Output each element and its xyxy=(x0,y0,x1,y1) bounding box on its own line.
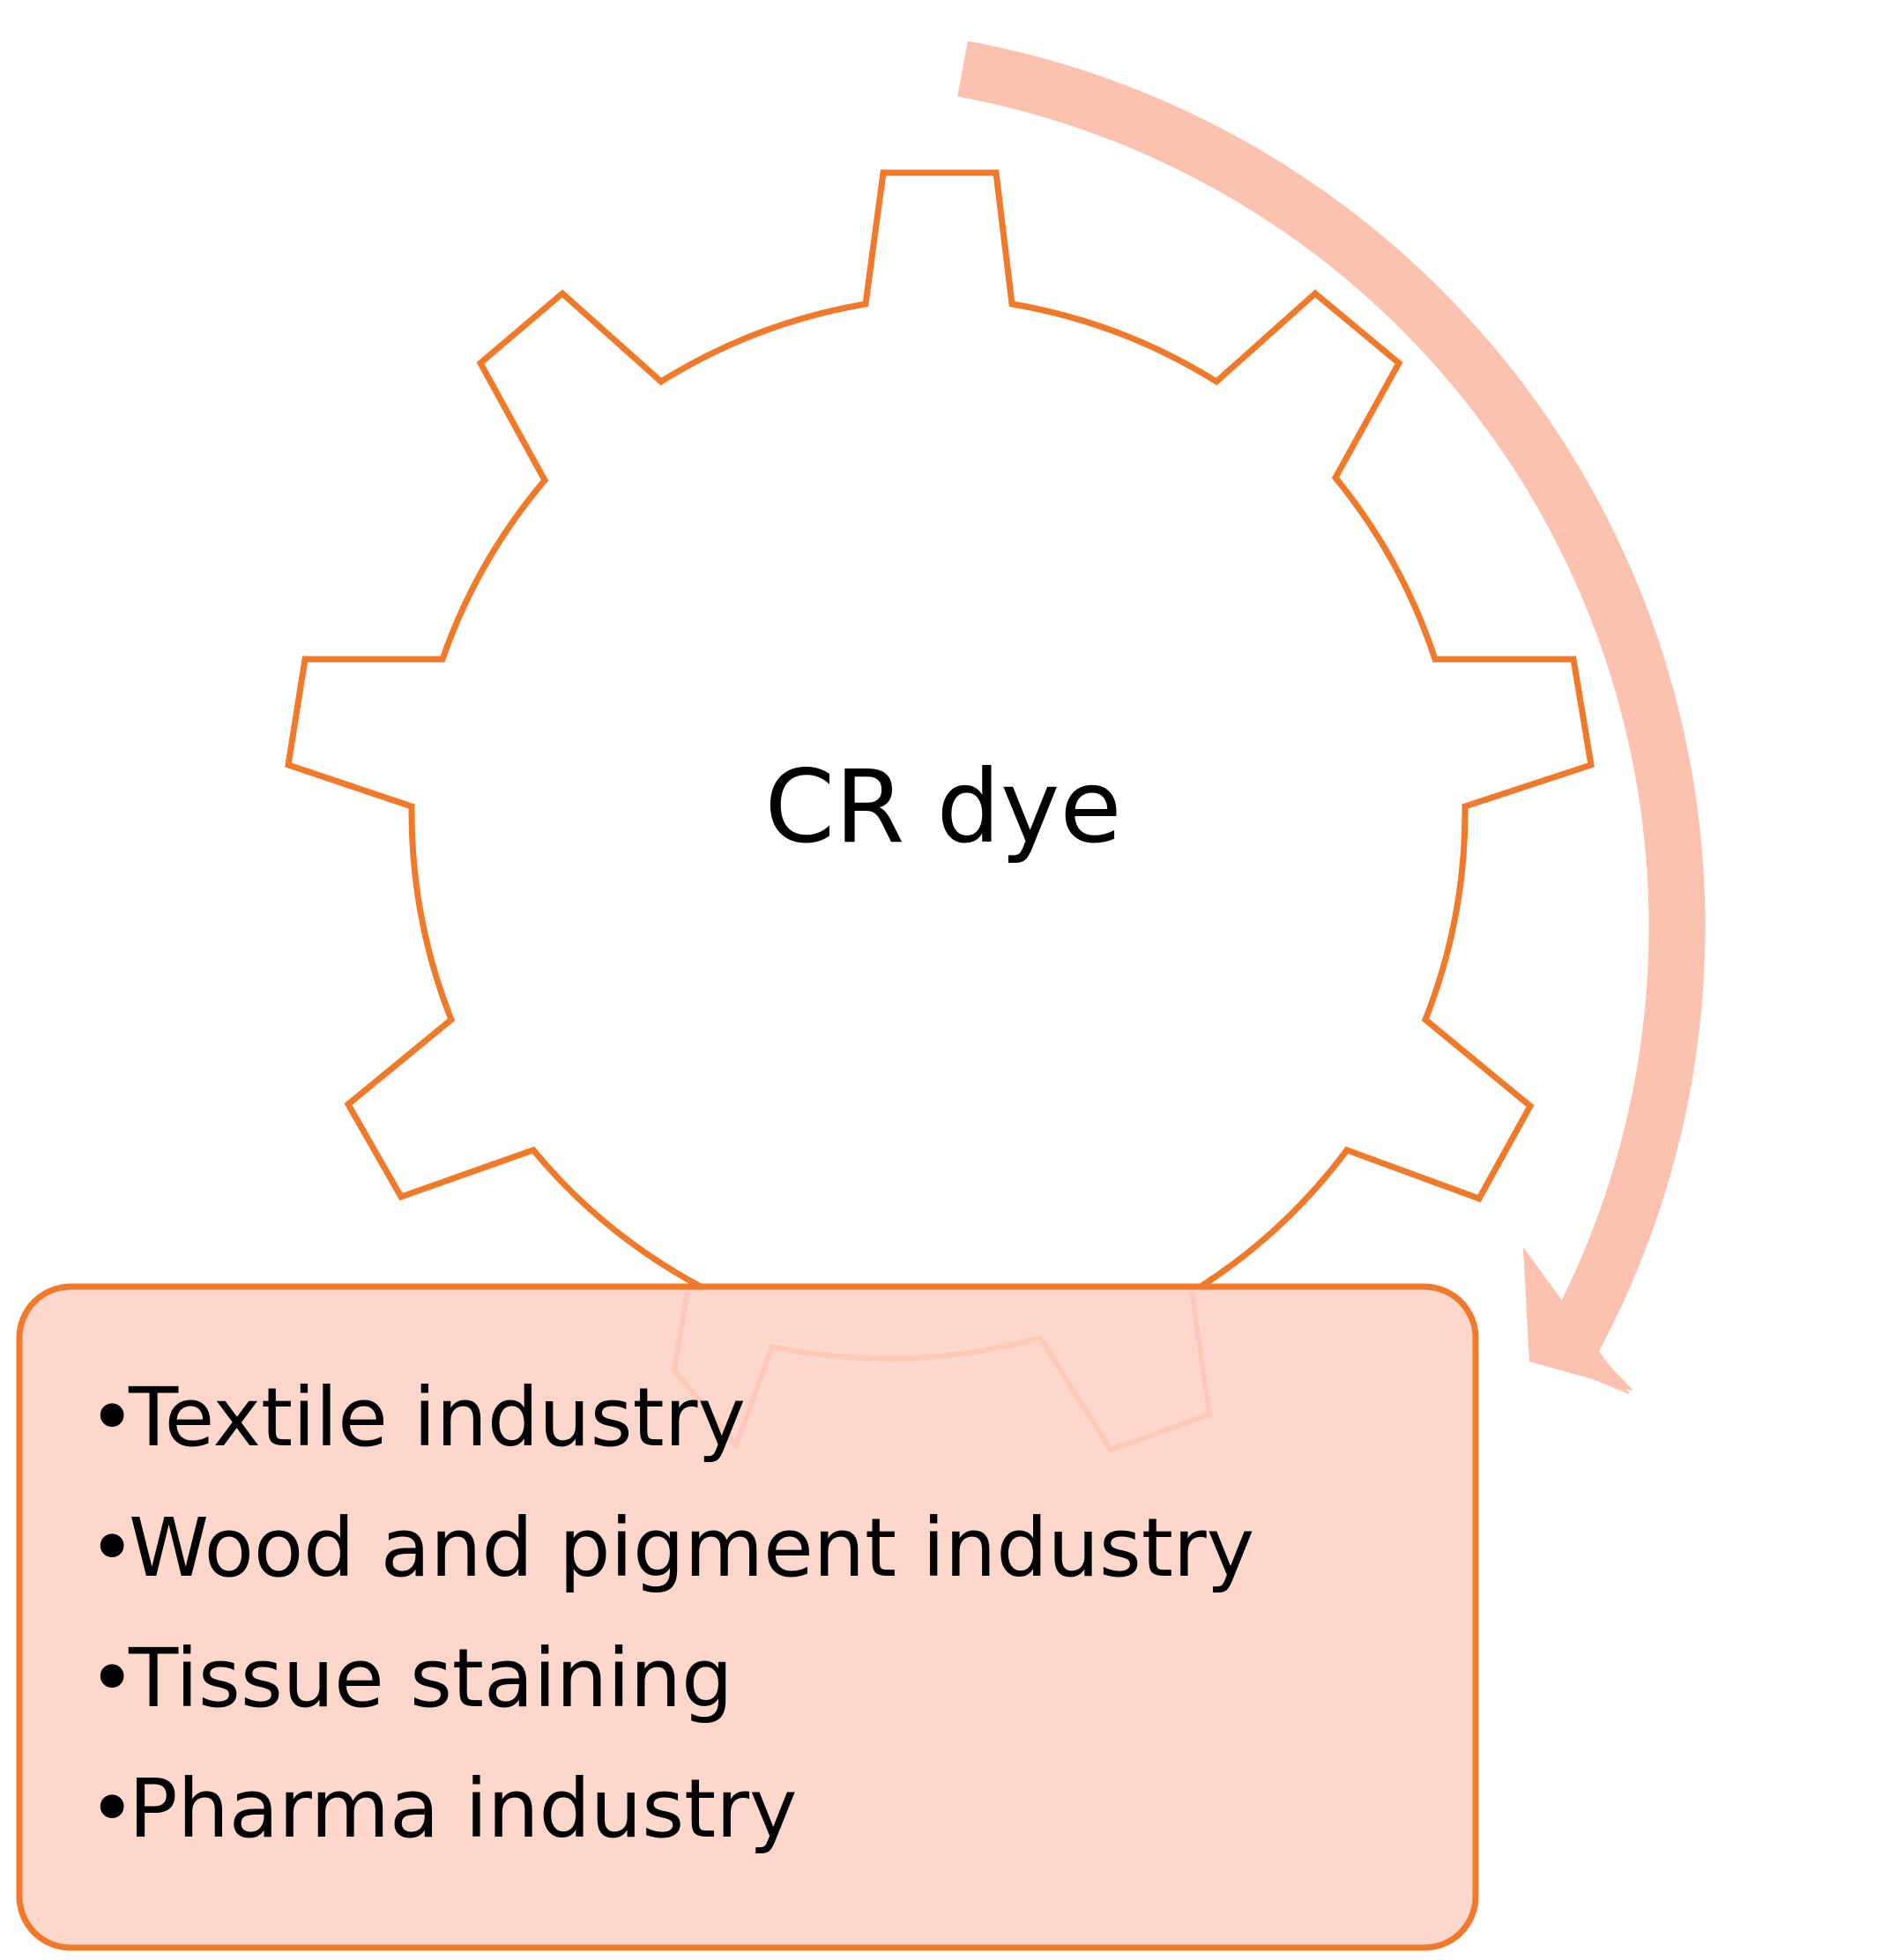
list-item-label: Tissue staining xyxy=(129,1631,733,1726)
gear-label: CR dye xyxy=(764,748,1121,865)
uses-list: •Textile industry •Wood and pigment indu… xyxy=(88,1353,1254,1875)
bullet-icon: • xyxy=(88,1762,137,1856)
list-item: •Pharma industry xyxy=(88,1744,1254,1875)
bullet-icon: • xyxy=(88,1370,137,1465)
gear-icon xyxy=(285,169,1595,1290)
list-item: •Tissue staining xyxy=(88,1614,1254,1744)
list-item: •Textile industry xyxy=(88,1353,1254,1483)
list-item-label: Pharma industry xyxy=(129,1762,798,1856)
curved-arrow-head-shape xyxy=(1523,1250,1633,1391)
curved-arrow-body xyxy=(957,41,1706,1358)
bullet-icon: • xyxy=(88,1631,137,1726)
list-item-label: Textile industry xyxy=(129,1370,746,1465)
gear-faint-overlap xyxy=(671,1290,1213,1453)
list-item-label: Wood and pigment industry xyxy=(129,1501,1255,1595)
list-item: •Wood and pigment industry xyxy=(88,1483,1254,1614)
bullet-icon: • xyxy=(88,1501,137,1595)
